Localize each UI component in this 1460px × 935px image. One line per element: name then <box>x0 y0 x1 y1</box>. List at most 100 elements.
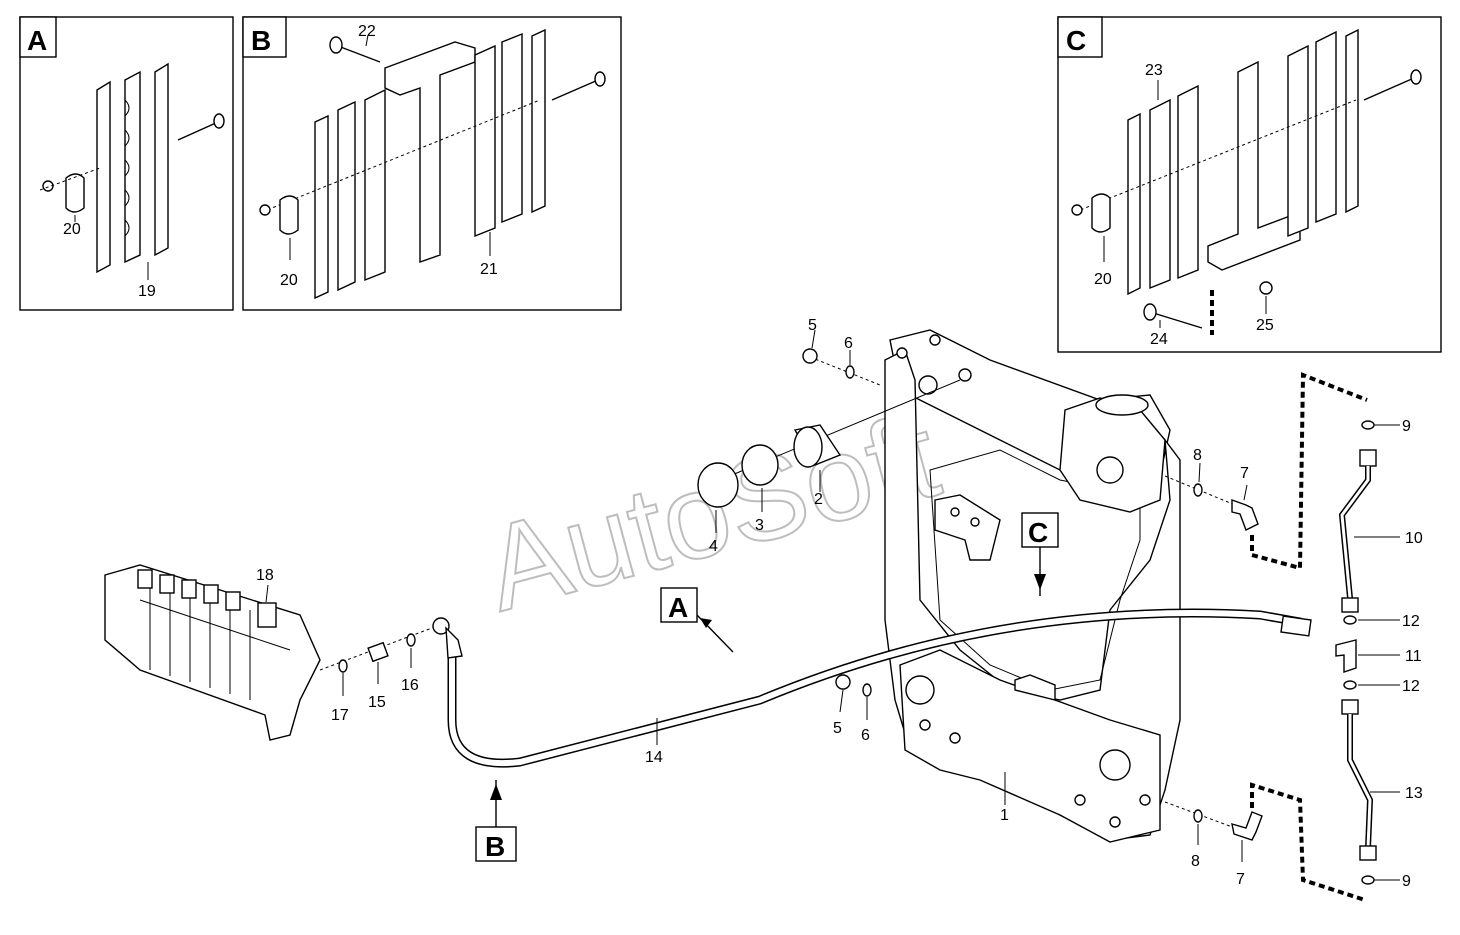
clip-nut <box>42 180 54 192</box>
part-8-top: 8 <box>1193 447 1202 464</box>
part-11: 11 <box>1405 648 1422 665</box>
arrowhead <box>490 784 502 800</box>
hose-clip <box>1091 193 1111 233</box>
mount-hole <box>918 375 938 395</box>
label-24: 24 <box>1150 331 1168 348</box>
clamp-plate <box>531 28 546 214</box>
l-bracket <box>1207 60 1301 271</box>
bracket-plate <box>934 494 1001 561</box>
o-ring <box>406 633 416 647</box>
seal-ring <box>697 462 739 508</box>
top-fasteners: 5 6 <box>802 317 881 386</box>
pipe-assembly: 9 10 12 11 12 13 9 <box>1335 418 1423 890</box>
part-4: 4 <box>709 538 718 555</box>
inset-a-letter-box <box>19 16 57 58</box>
clamp-half <box>337 100 356 292</box>
assembly-line <box>1074 99 1357 213</box>
valve-fittings: 17 15 16 <box>319 624 441 724</box>
inset-c-frame <box>1057 16 1442 353</box>
hose-14: 14 <box>432 608 1312 768</box>
spool-cap <box>137 569 153 589</box>
part-17: 17 <box>331 707 349 724</box>
part-6-top: 6 <box>844 335 853 352</box>
bolt-hole <box>949 732 961 744</box>
watermark-text: AutoSoft <box>472 388 951 637</box>
hose-clip <box>279 195 299 235</box>
mount-hole <box>1099 749 1131 781</box>
inset-a-letter: A <box>27 25 47 56</box>
part-15: 15 <box>368 694 386 711</box>
valve-sections <box>139 580 291 700</box>
callout-a-box <box>660 587 698 623</box>
leader-line <box>365 34 369 47</box>
clamp-half <box>474 44 496 238</box>
o-ring <box>1343 615 1357 625</box>
callout-c: C <box>1021 512 1059 596</box>
right-fittings-upper: 8 7 <box>1164 372 1368 571</box>
clamp-half <box>364 88 386 282</box>
washer <box>862 683 872 697</box>
frame-opening <box>929 449 1141 691</box>
part-12-bottom: 12 <box>1402 678 1420 695</box>
valve-inlet <box>257 602 277 628</box>
callout-b-letter: B <box>485 831 505 862</box>
inset-b-frame <box>242 16 622 311</box>
callout-b: B <box>475 780 517 862</box>
o-ring <box>338 659 348 673</box>
lower-cross-member <box>899 649 1161 843</box>
clamp-plate <box>314 114 329 300</box>
part-7-top: 7 <box>1240 465 1249 482</box>
part-9-bottom: 9 <box>1402 873 1411 890</box>
bolt <box>551 79 599 101</box>
bolt-hole <box>1109 816 1121 828</box>
control-valve: 18 <box>104 564 321 741</box>
bolt <box>1363 77 1415 101</box>
hose-clip <box>65 173 85 213</box>
inset-c: C 23 20 24 25 <box>1057 16 1442 353</box>
pipe-nut <box>1359 449 1377 467</box>
hose-end-fitting <box>1280 615 1312 637</box>
pipe-fill <box>1340 466 1370 599</box>
bolt-hole <box>958 368 972 382</box>
bolt <box>337 45 381 63</box>
seal-ring <box>741 444 779 486</box>
callout-a-letter: A <box>668 592 688 623</box>
assembly-line <box>39 167 101 191</box>
dashed-link <box>1250 372 1368 571</box>
tee-fitting <box>1335 639 1357 673</box>
part-2: 2 <box>814 491 823 508</box>
bolt-head <box>1143 303 1157 321</box>
clamp-half <box>1149 98 1171 290</box>
assembly-line <box>261 99 541 213</box>
part-12-top: 12 <box>1402 613 1420 630</box>
part-3: 3 <box>755 517 764 534</box>
clamp-half <box>1177 84 1199 280</box>
inset-c-letter: C <box>1066 25 1086 56</box>
leader-line <box>1198 462 1201 483</box>
inset-c-letter-box <box>1057 16 1103 58</box>
t-bracket <box>384 41 476 263</box>
spool-cap <box>159 574 175 594</box>
clip-nut <box>259 204 271 216</box>
leader-line <box>839 689 844 713</box>
o-ring <box>1361 420 1375 430</box>
leader-line <box>811 329 816 349</box>
part-16: 16 <box>401 677 419 694</box>
clamp-plate <box>154 62 169 257</box>
inset-a: A 20 19 <box>19 16 234 311</box>
arrowhead <box>700 618 712 628</box>
bolt <box>177 121 219 141</box>
pipe-nut <box>1341 597 1359 613</box>
callout-a: A <box>660 587 734 653</box>
washer <box>845 365 855 379</box>
bushing-assembly: 2 3 4 <box>697 379 961 555</box>
inset-b-letter-box <box>242 16 287 58</box>
part-5-bottom: 5 <box>833 720 842 737</box>
leader-line <box>265 584 269 603</box>
callout-c-box <box>1021 512 1059 548</box>
spool-cap <box>203 584 219 604</box>
leader-line <box>1243 484 1248 501</box>
mount-hole <box>905 675 935 705</box>
arrowhead <box>1034 574 1046 590</box>
